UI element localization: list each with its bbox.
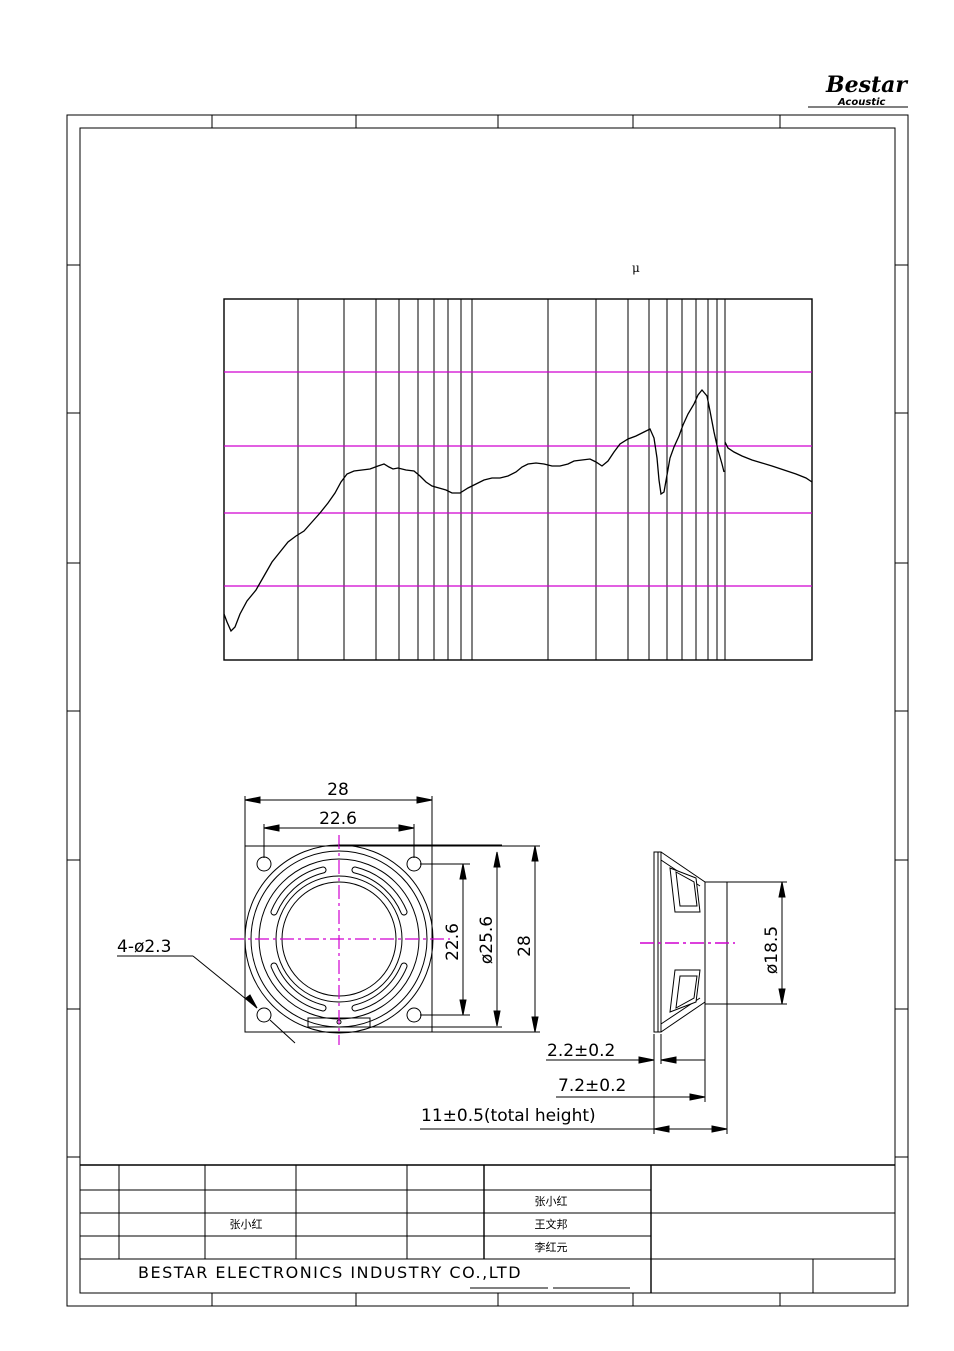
chart-horizontal-gridlines <box>224 371 812 587</box>
front-dimension-labels: 28 22.6 4-ø2.3 22.6 ø25.6 28 <box>117 780 535 964</box>
bestar-logo: Bestar Acoustic <box>808 72 908 108</box>
frequency-response-chart <box>223 298 813 661</box>
side-view <box>653 851 728 1033</box>
front-dimension-lines <box>117 796 540 1044</box>
mount-hole <box>406 1007 422 1023</box>
title-block-text: 张小红 王文邦 李红元 张小红 BESTAR ELECTRONICS INDUS… <box>138 1195 568 1282</box>
dim-vertical-pitch-label: 22.6 <box>443 923 463 961</box>
dim-width-label: 28 <box>327 780 349 800</box>
title-block <box>80 1164 895 1293</box>
dim-height-label: 28 <box>515 935 535 957</box>
mount-hole <box>256 856 272 872</box>
vent-slot <box>271 867 326 915</box>
dim-flange-label: 2.2±0.2 <box>547 1041 615 1061</box>
mount-hole <box>406 856 422 872</box>
front-centerlines <box>230 835 450 1045</box>
vent-slot <box>352 867 407 915</box>
dim-cone-dia-label: ø25.6 <box>477 916 497 964</box>
dim-total-height-label: 11±0.5(total height) <box>421 1106 596 1126</box>
chart-frame <box>223 298 813 661</box>
approved-by-name: 李红元 <box>535 1240 568 1254</box>
zone-ticks <box>67 115 908 1306</box>
side-upper-section <box>669 867 701 913</box>
side-dimension-lines <box>420 881 787 1134</box>
vent-slot <box>271 963 326 1011</box>
outer-border <box>66 114 909 1307</box>
response-curve <box>223 388 813 633</box>
dim-magnet-dia-label: ø18.5 <box>762 926 782 974</box>
dim-depth-label: 7.2±0.2 <box>558 1076 626 1096</box>
side-lower-section <box>669 969 701 1013</box>
checked-by-name: 王文邦 <box>535 1217 568 1231</box>
chart-vertical-gridlines <box>297 299 726 660</box>
side-dimension-labels: ø18.5 2.2±0.2 7.2±0.2 11±0.5(total heigh… <box>421 926 782 1126</box>
dim-hole-label: 4-ø2.3 <box>117 937 171 957</box>
company-name: BESTAR ELECTRONICS INDUSTRY CO.,LTD <box>138 1263 522 1282</box>
revision-by-name: 张小红 <box>230 1218 263 1231</box>
front-view <box>244 844 434 1034</box>
drawn-by-name: 张小红 <box>535 1195 568 1208</box>
logo-sub: Acoustic <box>837 97 886 108</box>
chart-unit-symbol: μ <box>632 261 640 275</box>
dim-hole-pitch-label: 22.6 <box>319 809 357 829</box>
vent-slot <box>352 963 407 1011</box>
logo-brand: Bestar <box>825 72 908 98</box>
mount-hole <box>256 1007 272 1023</box>
